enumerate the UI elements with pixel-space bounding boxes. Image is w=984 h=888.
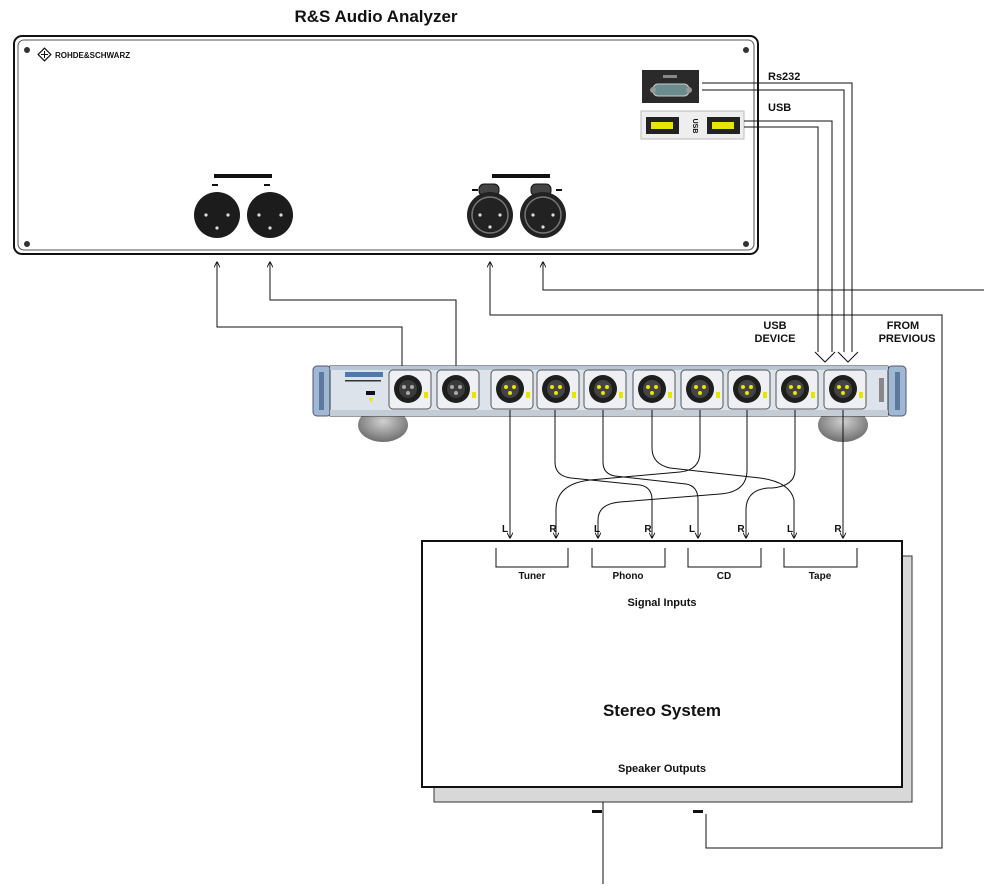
analog-input-left-connector <box>467 183 513 238</box>
cable-cd-right <box>746 410 796 538</box>
speaker-output-right-marker <box>693 810 703 813</box>
input-left-cable <box>490 262 943 849</box>
screw-icon <box>24 241 30 247</box>
from-previous-label-line1: FROM <box>887 320 919 332</box>
switcher-input-connector <box>388 369 432 410</box>
cable-cd-left <box>602 410 698 538</box>
input-label-cd: CD <box>717 571 731 582</box>
stereo-system-title: Stereo System <box>603 701 721 720</box>
switcher-output-connector <box>536 369 580 410</box>
analog-output-right-connector <box>247 192 293 238</box>
phono-right-label: R <box>644 524 652 535</box>
tuner-left-label: L <box>502 524 508 535</box>
cd-right-label: R <box>737 524 745 535</box>
usb-port-label: USB <box>691 119 698 134</box>
cd-left-label: L <box>689 524 695 535</box>
switcher-output-connector <box>680 369 724 410</box>
usb-cable <box>744 120 836 363</box>
tape-right-label: R <box>834 524 842 535</box>
output-left-cable <box>217 262 403 368</box>
tape-left-label: L <box>787 524 793 535</box>
stereo-system-box <box>421 540 913 803</box>
input-label-tuner: Tuner <box>518 571 545 582</box>
rs232-label: Rs232 <box>768 71 800 83</box>
phono-left-label: L <box>594 524 600 535</box>
usb-port-panel: USB <box>640 110 745 140</box>
audio-analyzer-panel: ROHDE&SCHWARZ <box>13 35 759 255</box>
cable-tuner-right <box>556 410 701 538</box>
speaker-output-left-marker <box>592 810 602 813</box>
switcher-connectors <box>388 369 867 410</box>
rs232-port-icon <box>642 70 699 103</box>
rs232-cable <box>702 82 859 363</box>
signal-inputs-label: Signal Inputs <box>627 597 696 609</box>
input-label-phono: Phono <box>612 571 643 582</box>
rohde-schwarz-logo-icon <box>37 47 52 62</box>
switcher-input-connector <box>436 369 480 410</box>
output-right-cable <box>270 262 457 368</box>
switcher-output-connector <box>823 369 867 410</box>
phono-bracket <box>591 548 666 568</box>
cable-phono-right <box>554 410 652 538</box>
switcher-output-connector <box>775 369 819 410</box>
output-group-bar <box>214 174 272 178</box>
cable-tape-left <box>651 410 794 538</box>
switcher-output-connector <box>727 369 771 410</box>
input-group-bar <box>492 174 550 178</box>
switcher-logo-icon <box>345 372 383 377</box>
speaker-outputs-label: Speaker Outputs <box>618 763 706 775</box>
input-right-cable <box>543 262 984 291</box>
from-previous-label-line2: PREVIOUS <box>879 333 936 345</box>
switcher-output-connector <box>490 369 534 410</box>
analog-input-right-connector <box>520 183 566 238</box>
logo-text: ROHDE&SCHWARZ <box>55 51 130 60</box>
tape-bracket <box>783 548 858 568</box>
input-label-tape: Tape <box>809 571 832 582</box>
screw-icon <box>743 241 749 247</box>
cable-phono-left <box>598 410 748 538</box>
power-indicator-icon <box>369 398 373 403</box>
tuner-right-label: R <box>549 524 557 535</box>
usb-device-label-line1: USB <box>763 320 786 332</box>
usb-label: USB <box>768 102 791 114</box>
screw-icon <box>743 47 749 53</box>
analyzer-title: R&S Audio Analyzer <box>294 7 457 26</box>
switcher-output-connector <box>632 369 676 410</box>
tuner-bracket <box>495 548 569 568</box>
analog-output-left-connector <box>194 192 240 238</box>
screw-icon <box>24 47 30 53</box>
switcher-output-connector <box>583 369 627 410</box>
usb-device-label-line2: DEVICE <box>755 333 796 345</box>
cd-bracket <box>687 548 762 568</box>
